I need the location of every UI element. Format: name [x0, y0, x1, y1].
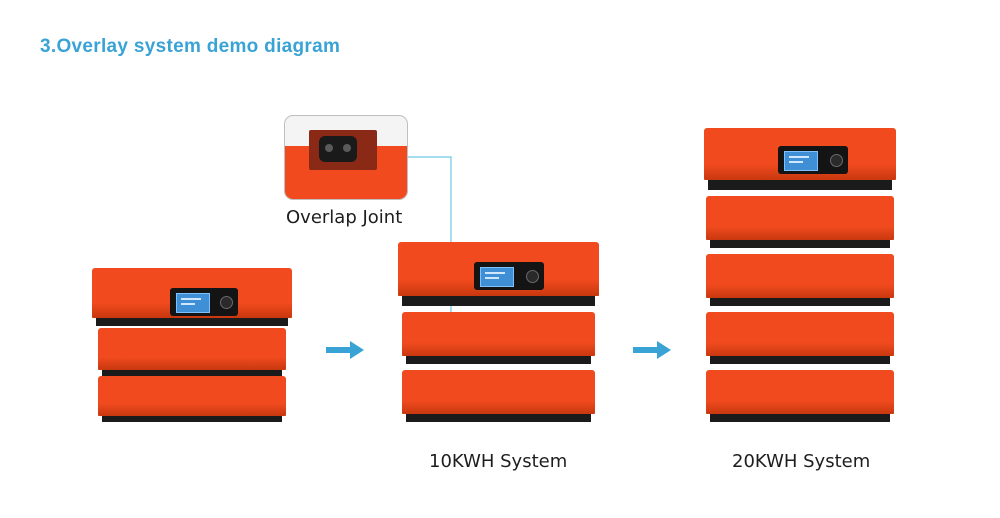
battery-module-panel	[706, 254, 894, 298]
lcd-screen	[784, 151, 818, 171]
battery-module-panel	[98, 328, 286, 370]
page-title: 3.Overlay system demo diagram	[40, 36, 341, 57]
battery-module-base	[710, 414, 890, 422]
battery-controller-module	[92, 268, 292, 326]
battery-module	[98, 376, 286, 422]
lcd-line	[789, 156, 809, 158]
battery-module-panel	[98, 376, 286, 416]
lcd-line	[181, 303, 195, 305]
lcd-display-icon	[778, 146, 848, 174]
right-arrow-icon	[633, 341, 671, 359]
battery-module	[402, 370, 595, 422]
controller-base-strip	[96, 318, 288, 326]
battery-module-panel	[402, 312, 595, 356]
controller-base-strip	[708, 180, 892, 190]
battery-module-base	[406, 356, 591, 364]
overlap-joint-label: Overlap Joint	[286, 207, 403, 228]
battery-stack-10kwh	[398, 242, 599, 422]
connector-pin-left	[325, 144, 333, 152]
battery-stack-single	[92, 268, 292, 422]
lcd-screen	[176, 293, 210, 313]
lcd-line	[485, 272, 505, 274]
battery-module	[402, 312, 595, 364]
battery-controller-module	[398, 242, 599, 306]
system-10kwh-label: 10KWH System	[429, 451, 568, 472]
lcd-display-icon	[474, 262, 544, 290]
lcd-line	[181, 298, 201, 300]
system-20kwh-label: 20KWH System	[732, 451, 871, 472]
battery-module-panel	[402, 370, 595, 414]
battery-module	[706, 312, 894, 364]
battery-module	[706, 370, 894, 422]
lcd-line	[789, 161, 803, 163]
connector-pin-right	[343, 144, 351, 152]
battery-module-base	[406, 414, 591, 422]
battery-controller-module	[704, 128, 896, 190]
right-arrow-icon	[326, 341, 364, 359]
lcd-screen	[480, 267, 514, 287]
controller-base-strip	[402, 296, 595, 306]
battery-stack-20kwh	[704, 128, 896, 424]
overlap-joint-inset	[284, 115, 408, 200]
battery-module-base	[710, 240, 890, 248]
battery-module	[98, 328, 286, 378]
battery-module-base	[102, 370, 282, 378]
battery-module-base	[710, 356, 890, 364]
lcd-display-icon	[170, 288, 238, 316]
battery-module	[706, 196, 894, 248]
lcd-line	[485, 277, 499, 279]
battery-module-base	[102, 416, 282, 422]
battery-module-panel	[706, 196, 894, 240]
battery-module-base	[710, 298, 890, 306]
power-knob-icon	[526, 270, 539, 283]
battery-module-panel	[706, 312, 894, 356]
battery-module	[706, 254, 894, 306]
power-knob-icon	[830, 154, 843, 167]
battery-module-panel	[706, 370, 894, 414]
power-knob-icon	[220, 296, 233, 309]
